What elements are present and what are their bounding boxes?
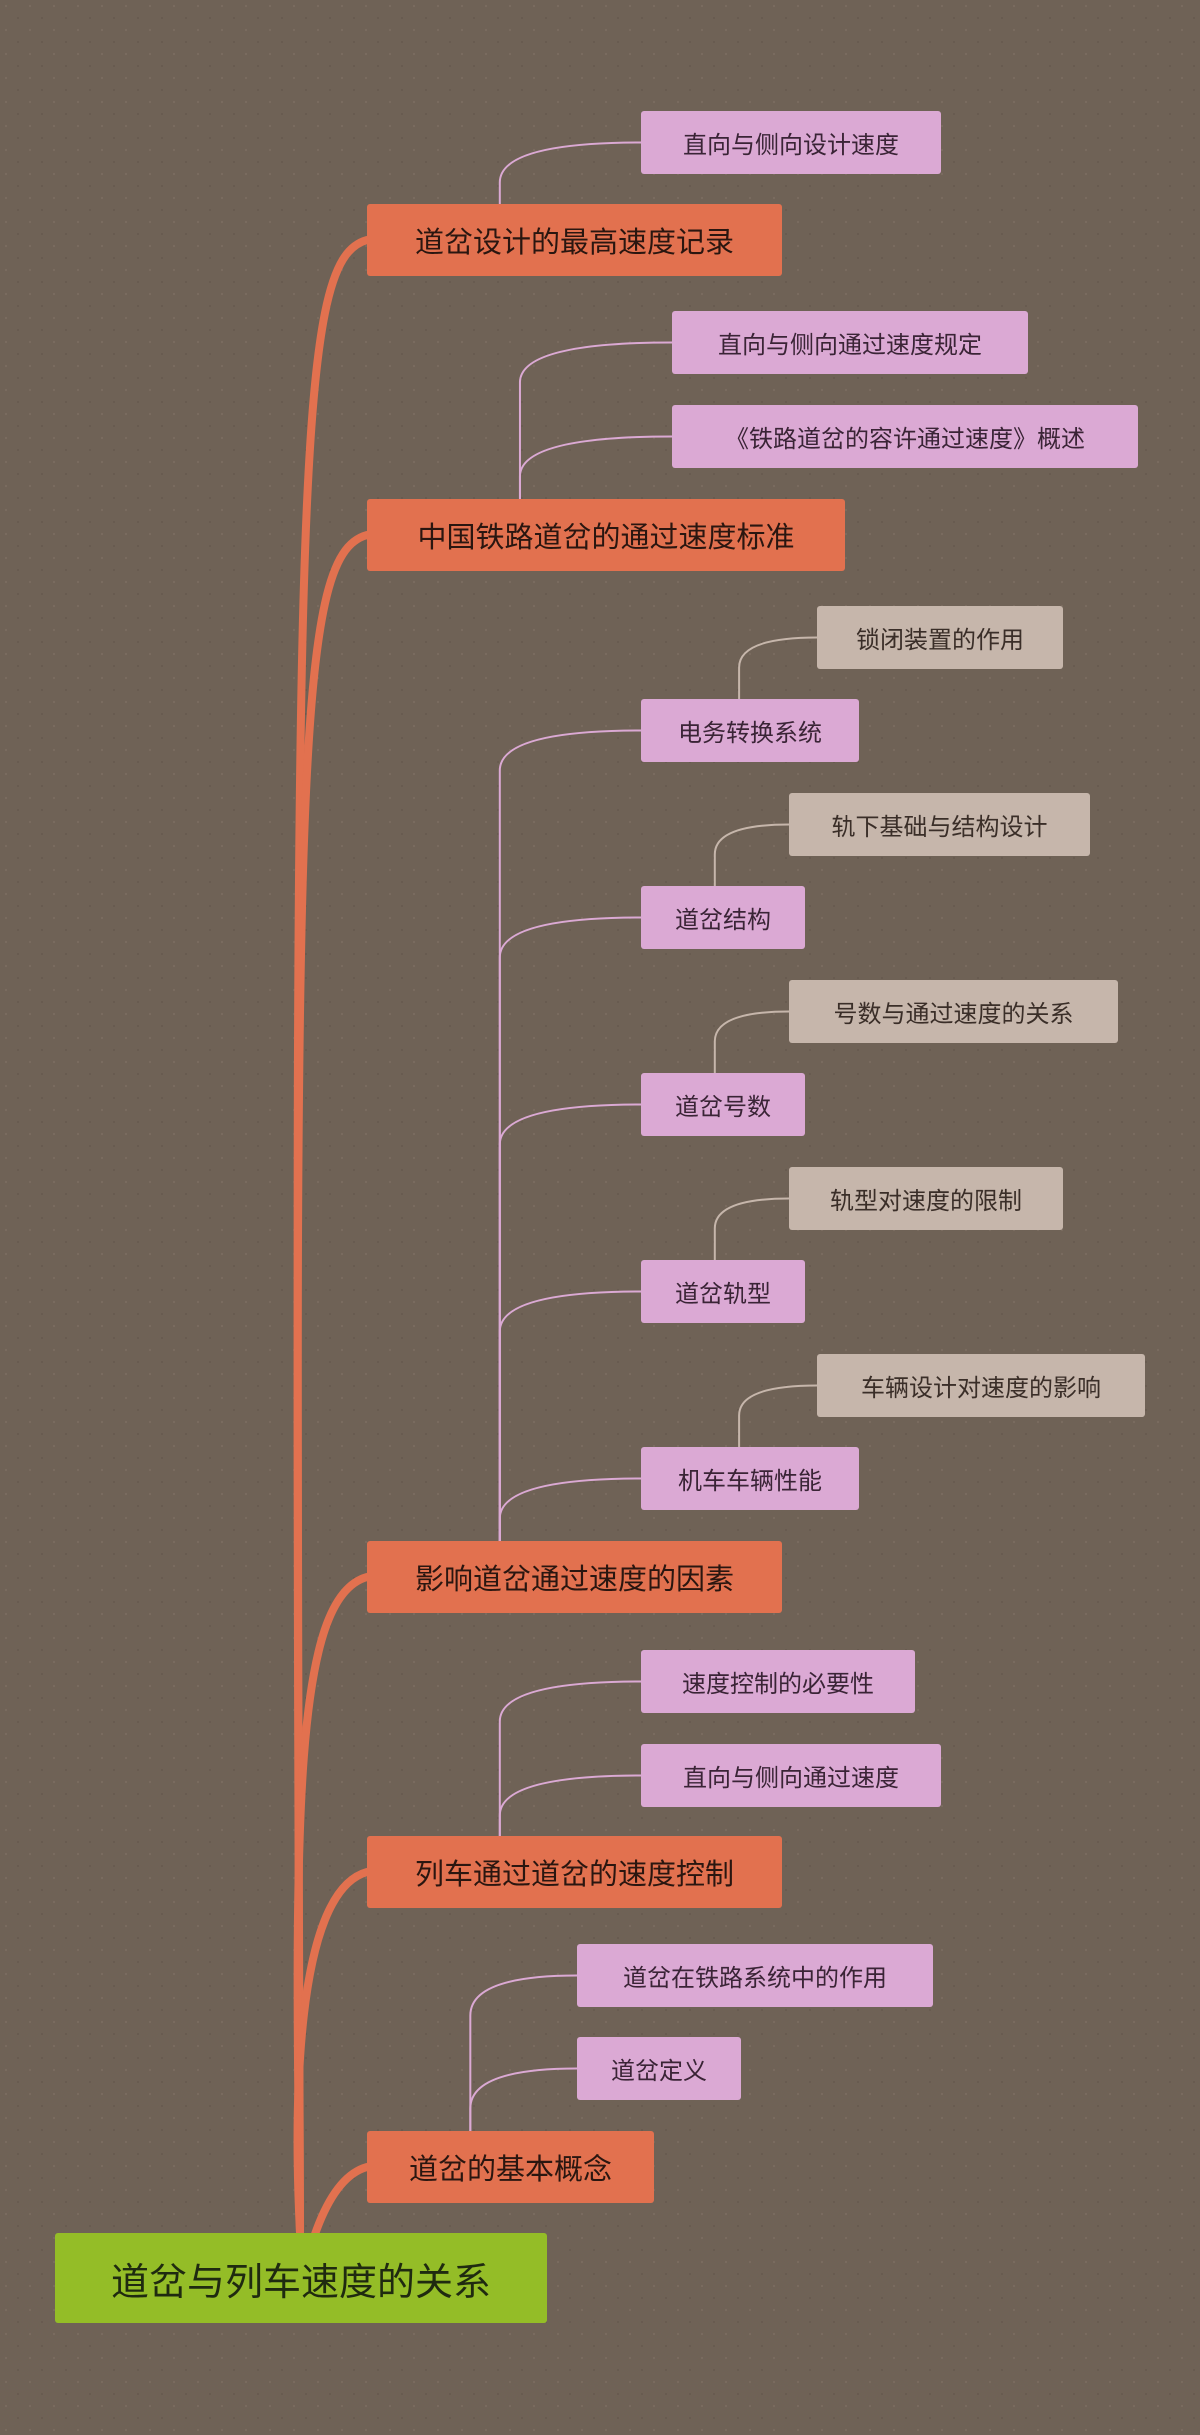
- topic-connector: [498, 1680, 642, 1837]
- subtopic-node[interactable]: 轨下基础与结构设计: [789, 793, 1090, 856]
- subtopic-connector: [738, 1384, 818, 1448]
- topic-connector: [498, 916, 642, 1542]
- topic-connector: [518, 341, 673, 500]
- subtopic-connector: [713, 1197, 790, 1261]
- branch-node-china-speed-standard[interactable]: 中国铁路道岔的通过速度标准: [367, 499, 845, 571]
- topic-node[interactable]: 直向与侧向通过速度: [641, 1744, 941, 1807]
- topic-node[interactable]: 道岔轨型: [641, 1260, 805, 1323]
- topic-node[interactable]: 速度控制的必要性: [641, 1650, 915, 1713]
- branch-node-speed-control[interactable]: 列车通过道岔的速度控制: [367, 1836, 782, 1908]
- subtopic-connector: [738, 636, 818, 700]
- topic-node[interactable]: 直向与侧向设计速度: [641, 111, 941, 174]
- subtopic-node[interactable]: 车辆设计对速度的影响: [817, 1354, 1145, 1417]
- topic-connector: [498, 141, 642, 205]
- branch-connector: [293, 1868, 371, 2237]
- topic-connector: [469, 1974, 578, 2132]
- topic-connector: [498, 729, 642, 1542]
- topic-node[interactable]: 直向与侧向通过速度规定: [672, 311, 1028, 374]
- topic-connector: [518, 435, 673, 500]
- topic-node[interactable]: 机车车辆性能: [641, 1447, 859, 1510]
- subtopic-connector: [713, 823, 790, 887]
- subtopic-node[interactable]: 轨型对速度的限制: [789, 1167, 1063, 1230]
- branch-node-speed-factors[interactable]: 影响道岔通过速度的因素: [367, 1541, 782, 1613]
- topic-node[interactable]: 《铁路道岔的容许通过速度》概述: [672, 405, 1138, 468]
- root-node[interactable]: 道岔与列车速度的关系: [55, 2233, 547, 2323]
- topic-connector: [498, 1477, 642, 1542]
- branch-connector: [293, 531, 371, 2237]
- topic-node[interactable]: 道岔号数: [641, 1073, 805, 1136]
- topic-connector: [498, 1290, 642, 1542]
- topic-connector: [498, 1103, 642, 1542]
- topic-node[interactable]: 道岔定义: [577, 2037, 741, 2100]
- topic-connector: [469, 2067, 578, 2132]
- subtopic-node[interactable]: 锁闭装置的作用: [817, 606, 1063, 669]
- branch-node-design-speed-record[interactable]: 道岔设计的最高速度记录: [367, 204, 782, 276]
- topic-node[interactable]: 电务转换系统: [641, 699, 859, 762]
- topic-node[interactable]: 道岔在铁路系统中的作用: [577, 1944, 933, 2007]
- subtopic-connector: [713, 1010, 790, 1074]
- topic-node[interactable]: 道岔结构: [641, 886, 805, 949]
- topic-connector: [498, 1774, 642, 1837]
- branch-node-basic-concepts[interactable]: 道岔的基本概念: [367, 2131, 654, 2203]
- subtopic-node[interactable]: 号数与通过速度的关系: [789, 980, 1118, 1043]
